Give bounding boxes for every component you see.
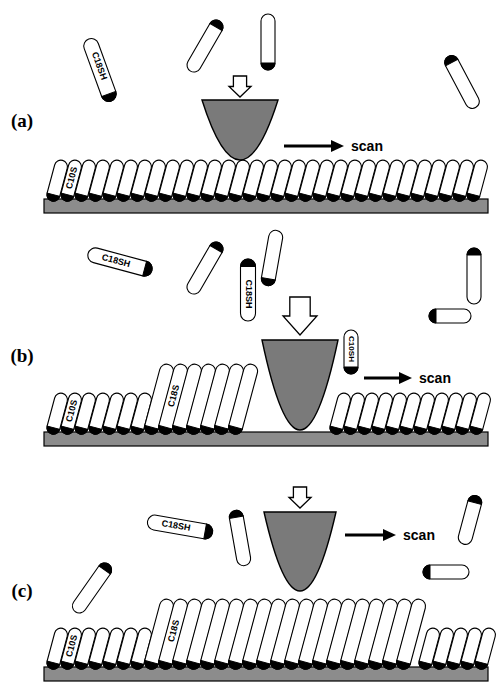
panel-label: (b) xyxy=(10,346,33,365)
scan-arrowhead xyxy=(331,140,344,152)
load-arrow xyxy=(289,487,311,508)
scan-arrowhead xyxy=(383,529,396,541)
load-arrow xyxy=(229,76,251,97)
afm-tip xyxy=(264,512,336,591)
thiol-molecule xyxy=(442,53,482,111)
thiol-molecule xyxy=(457,494,483,546)
thiol-molecule xyxy=(261,14,275,70)
thiol-molecule xyxy=(344,330,358,374)
scan-arrow xyxy=(284,145,334,148)
thiol-molecule xyxy=(473,627,496,671)
thiol-molecule xyxy=(184,17,225,74)
panel-label: (c) xyxy=(11,581,32,600)
thiol-molecule xyxy=(70,560,115,616)
thiol-molecule xyxy=(429,309,471,323)
molecule-label: C10SH xyxy=(347,335,355,361)
thiol-molecule xyxy=(228,509,252,567)
thiol-molecule xyxy=(227,363,259,436)
thiol-molecule xyxy=(465,159,488,203)
thiol-molecule xyxy=(241,259,256,321)
thiol-molecule xyxy=(260,229,284,287)
thiol-molecule xyxy=(423,565,469,579)
thiol-molecule xyxy=(86,246,154,278)
scan-label: scan xyxy=(418,371,452,385)
scan-arrowhead xyxy=(399,372,412,384)
scan-arrow xyxy=(364,377,402,380)
thiol-molecule xyxy=(184,239,225,296)
scan-label: scan xyxy=(402,528,436,542)
thiol-molecule xyxy=(82,36,119,103)
panel-label: (a) xyxy=(11,111,33,130)
thiol-molecule xyxy=(467,248,481,304)
thiol-molecule xyxy=(146,514,214,540)
afm-tip xyxy=(202,100,278,160)
thiol-molecule xyxy=(468,392,491,436)
load-arrow xyxy=(283,297,317,335)
afm-tip xyxy=(262,340,338,430)
molecule-label: C18SH xyxy=(244,279,253,308)
scan-label: scan xyxy=(350,139,384,153)
scan-arrow xyxy=(345,534,386,537)
